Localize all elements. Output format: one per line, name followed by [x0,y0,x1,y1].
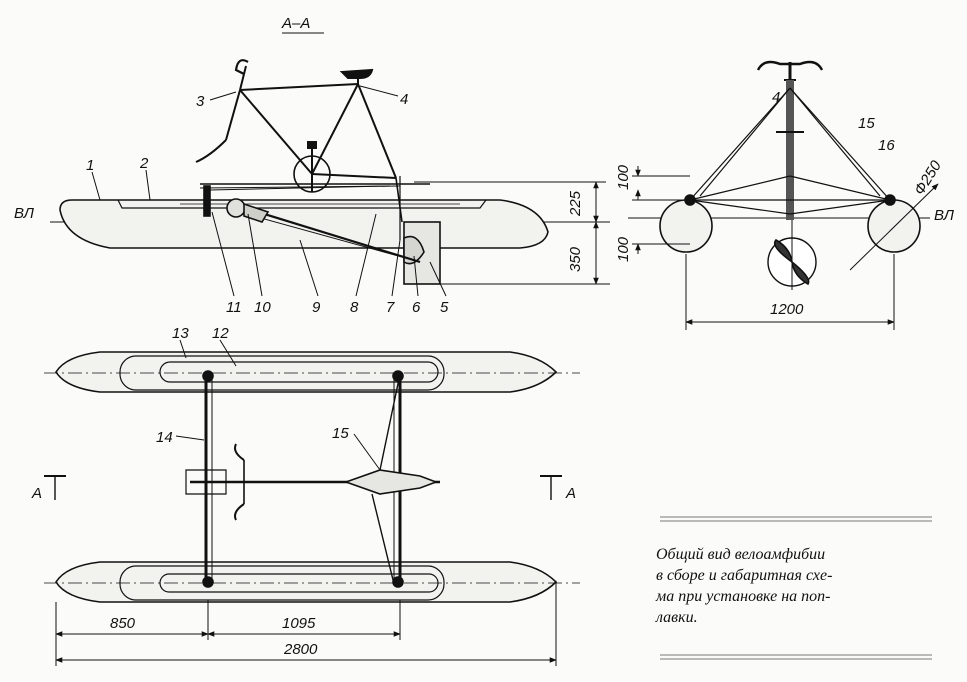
part-label-11: 11 [226,299,242,316]
part-label-1: 1 [86,157,94,174]
float-bottom-plan [55,561,558,603]
dim-front-upper: 100 [615,164,632,190]
part-label-6: 6 [412,299,421,316]
waterline-label-right: ВЛ [934,207,955,224]
part-label-9: 9 [312,299,321,316]
part-label-13: 13 [172,325,189,342]
part-label-14: 14 [156,429,173,446]
front-view: ВЛ [615,60,955,330]
waterline-label-left: ВЛ [14,205,35,222]
caption-rules [660,516,932,660]
part-label-15-plan: 15 [332,425,349,442]
bicycle-frame [195,59,397,193]
side-view: А–А ВЛ [14,15,610,297]
part-label-12: 12 [212,325,229,342]
section-title: А–А [281,15,310,32]
part-label-3: 3 [196,93,205,110]
dim-front-lower: 100 [615,236,632,262]
part-label-10: 10 [254,299,271,316]
part-label-4-front: 4 [772,89,780,106]
part-label-16: 16 [878,137,895,154]
plan-view: А А 850 1095 2800 [31,339,580,666]
caption-line-2: в сборе и габаритная схе- [656,567,833,584]
figure-caption: Общий вид велоамфибии в сборе и габаритн… [656,544,926,628]
dim-above-water: 225 [567,190,584,217]
part-labels: 1 2 3 4 5 6 7 8 9 10 11 13 12 14 15 4 15… [86,89,895,446]
bevel-gear [226,198,246,218]
dim-front-offset: 850 [110,615,136,632]
part-label-4: 4 [400,91,408,108]
part-label-2: 2 [139,155,149,172]
propeller-blade [403,235,425,265]
part-label-8: 8 [350,299,359,316]
caption-line-3: ма при установке на поп- [656,588,831,605]
part-label-15-front: 15 [858,115,875,132]
dim-track-width: 1200 [770,301,804,318]
dim-float-diameter: Ф250 [911,157,945,198]
section-marker-right: А [565,485,576,502]
caption-line-1: Общий вид велоамфибии [656,546,826,563]
section-marker-left: А [31,485,42,502]
part-label-5: 5 [440,299,449,316]
dim-frame-span: 1095 [282,615,316,632]
caption-line-4: лавки. [656,609,698,626]
dim-overall-length: 2800 [283,641,318,658]
dim-below-water: 350 [567,246,584,272]
float-top-plan [55,351,558,393]
part-label-7: 7 [386,299,395,316]
float-hull-side [59,199,549,249]
